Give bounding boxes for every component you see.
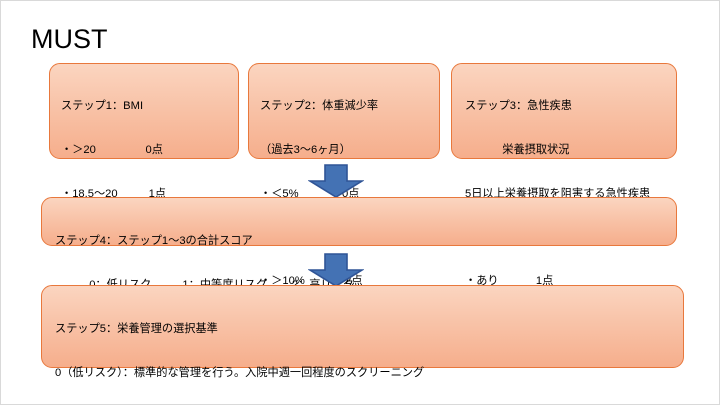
step2-box[interactable]: ステップ2：体重減少率 （過去3〜6ヶ月） ・＜5% 0点 ・5〜10% 1点 … — [248, 63, 440, 287]
step3-line-2: 栄養摂取状況 — [465, 143, 570, 156]
step3-line-5: ・あり 1点 — [465, 275, 554, 288]
step2-line-2: （過去3〜6ヶ月） — [260, 143, 351, 156]
step4-line-1: ステップ4：ステップ1〜3の合計スコア — [55, 235, 253, 248]
step5-line-1: ステップ5：栄養管理の選択基準 — [55, 323, 218, 336]
step1-box[interactable]: ステップ1：BMI ・＞20 0点 ・18.5〜20 1点 ・＜18.5 2点 — [49, 63, 239, 244]
step5-line-2: 0（低リスク）：標準的な管理を行う。入院中週一回程度のスクリーニング — [55, 366, 425, 379]
down-arrow-icon — [307, 253, 365, 287]
step3-line-3: 5日以上栄養摂取を阻害する急性疾患 — [465, 187, 651, 200]
step1-line-1: ステップ1：BMI — [61, 100, 144, 113]
step5-box[interactable]: ステップ5：栄養管理の選択基準 0（低リスク）：標準的な管理を行う。入院中週一回… — [41, 285, 684, 379]
step4-box[interactable]: ステップ4：ステップ1〜3の合計スコア 0：低リスク 1：中等度リスク 2：高リ… — [41, 197, 677, 291]
step3-line-1: ステップ3：急性疾患 — [465, 100, 572, 113]
step1-line-3: ・18.5〜20 1点 — [61, 187, 167, 200]
page-title: MUST — [31, 24, 108, 54]
step1-line-2: ・＞20 0点 — [61, 143, 163, 156]
step3-box[interactable]: ステップ3：急性疾患 栄養摂取状況 5日以上栄養摂取を阻害する急性疾患 ・なし … — [451, 63, 677, 287]
step2-line-1: ステップ2：体重減少率 — [260, 100, 379, 113]
down-arrow-icon — [307, 164, 365, 198]
